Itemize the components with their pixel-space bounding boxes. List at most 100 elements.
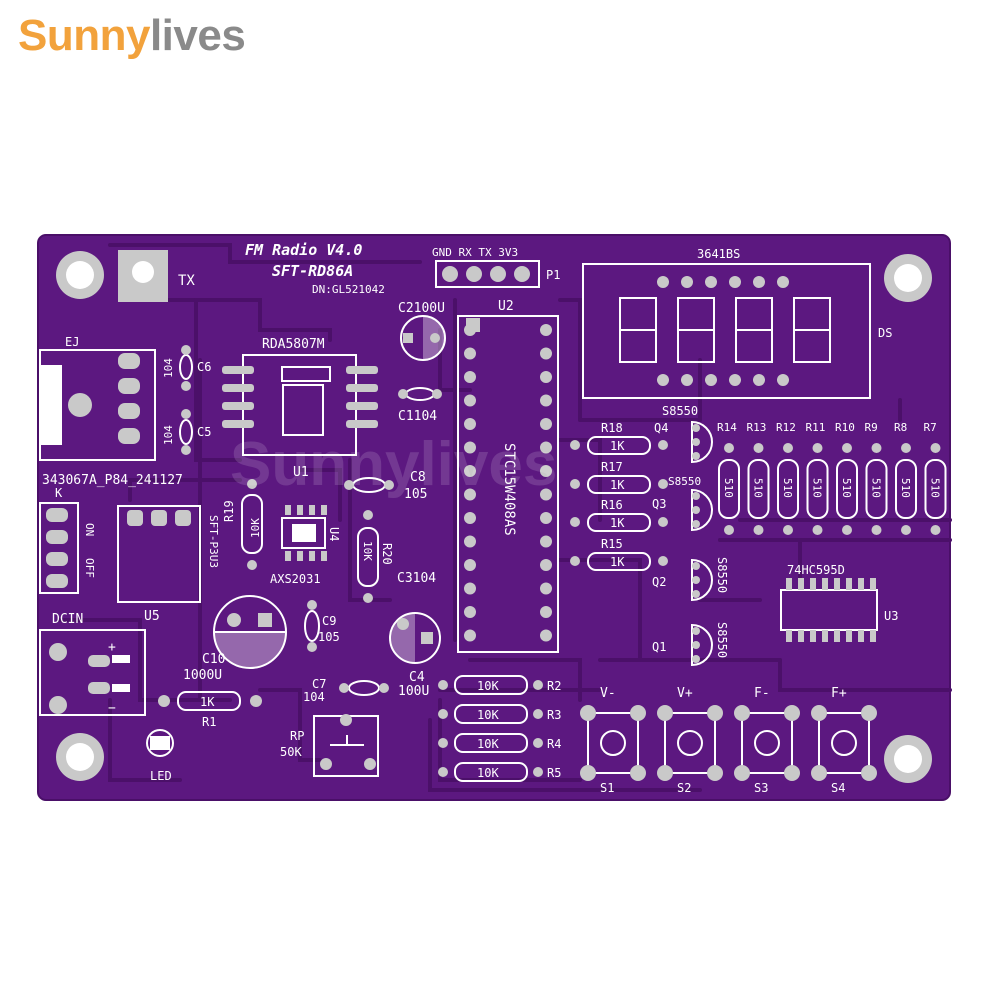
c6-value: 104	[162, 358, 175, 378]
r2-value: 10K	[477, 679, 499, 693]
r20-value: 10K	[361, 541, 374, 561]
button-bottom-label: S4	[831, 781, 845, 795]
c7-value: 104	[303, 690, 325, 704]
c1-label: C1104	[398, 409, 437, 424]
board-title: FM Radio V4.0	[245, 241, 362, 259]
mcu-label: STC15W408AS	[501, 443, 517, 536]
brand-logo: Sunnylives	[18, 11, 246, 60]
c3-label: C3104	[397, 571, 436, 586]
transistor-outlines	[691, 420, 713, 667]
segment-resistor-value: 510	[899, 478, 912, 498]
segment-resistor-value: 510	[870, 478, 883, 498]
r4-label: R4	[547, 737, 561, 751]
segment-resistor-label: R13	[747, 421, 767, 434]
display-outline	[582, 263, 871, 399]
r15-value: 1K	[610, 555, 625, 569]
segment-resistor-label: R7	[924, 421, 937, 434]
segment-resistors	[718, 443, 947, 535]
seven-segment-digits	[619, 297, 831, 363]
u3-label: U3	[884, 609, 898, 623]
button-top-label: F+	[831, 686, 847, 701]
ej-label: EJ	[65, 335, 79, 349]
u5-label: U5	[144, 609, 160, 624]
c2-label: C2100U	[398, 301, 445, 316]
c10-value: 1000U	[183, 668, 222, 683]
q1-part: S8550	[715, 622, 729, 658]
dcin-plus: +	[108, 640, 116, 655]
r5-value: 10K	[477, 766, 499, 780]
push-button-s2: V+ S2	[657, 686, 723, 795]
u4-label: U4	[327, 527, 341, 541]
segment-resistor-label: R10	[835, 421, 855, 434]
led-label: LED	[150, 769, 172, 783]
mcu-pins	[464, 324, 552, 642]
c8-label: C8	[410, 470, 426, 485]
c5-label: C5	[197, 425, 211, 439]
segment-resistor-label: R8	[894, 421, 907, 434]
c10-label: C10	[202, 652, 225, 667]
c5-value: 104	[162, 425, 175, 445]
r16-label: R16	[601, 498, 623, 512]
regulator-label: SFT-P3U3	[207, 515, 220, 568]
header-p1-label: P1	[546, 268, 560, 282]
r19-value: 10K	[249, 518, 262, 538]
r2-label: R2	[547, 679, 561, 693]
switch-on-label: ON	[83, 523, 96, 536]
c9-label: C9	[322, 614, 336, 628]
u2-label: U2	[498, 299, 514, 314]
button-bottom-label: S2	[677, 781, 691, 795]
r18-value: 1K	[610, 439, 625, 453]
rda-label: RDA5807M	[262, 337, 325, 352]
segment-resistor-label: R12	[776, 421, 796, 434]
button-top-label: F-	[754, 686, 770, 701]
q1-label: Q1	[652, 640, 666, 654]
segment-resistor-value: 510	[811, 478, 824, 498]
r5-label: R5	[547, 766, 561, 780]
mounting-holes	[56, 251, 932, 783]
c4-label: C4	[409, 670, 425, 685]
u1-label: U1	[293, 465, 309, 480]
switch-off-label: OFF	[83, 558, 96, 578]
button-bottom-label: S3	[754, 781, 768, 795]
q4-label: Q4	[654, 421, 668, 435]
button-top-label: V-	[600, 686, 616, 701]
segment-resistor-value: 510	[781, 478, 794, 498]
resistor-array-r2-r5	[438, 675, 543, 782]
push-button-s4: F+ S4	[811, 686, 877, 795]
axs-label: AXS2031	[270, 572, 321, 586]
jack-part-number: 343067A_P84_241127	[42, 473, 183, 488]
q2-part: S8550	[715, 557, 729, 593]
r16-value: 1K	[610, 516, 625, 530]
tx-label: TX	[178, 273, 195, 289]
q3-label: Q3	[652, 497, 666, 511]
r20-label: R20	[380, 543, 394, 565]
display-label: 3641BS	[697, 247, 740, 261]
copper-traces	[58, 243, 952, 792]
c7-label: C7	[312, 677, 326, 691]
brand-part-1: Sunny	[18, 11, 150, 60]
segment-resistor-value: 510	[722, 478, 735, 498]
r17-label: R17	[601, 460, 623, 474]
switch-k-label: K	[55, 486, 63, 500]
resistor-array-r15-r18	[570, 436, 668, 571]
push-button-s3: F- S3	[734, 686, 800, 795]
r17-value: 1K	[610, 478, 625, 492]
button-bottom-label: S1	[600, 781, 614, 795]
display-ds-label: DS	[878, 326, 892, 340]
q3-part: S8550	[668, 475, 701, 488]
brand-watermark: Sunnylives	[230, 430, 557, 499]
segment-resistor-value: 510	[929, 478, 942, 498]
q2-label: Q2	[652, 575, 666, 589]
segment-resistor-label: R9	[865, 421, 878, 434]
button-top-label: V+	[677, 686, 693, 701]
r15-label: R15	[601, 537, 623, 551]
segment-resistor-label: R14	[717, 421, 737, 434]
r4-value: 10K	[477, 737, 499, 751]
segment-resistor-value: 510	[840, 478, 853, 498]
r18-label: R18	[601, 421, 623, 435]
c8-value: 105	[404, 487, 427, 502]
r3-value: 10K	[477, 708, 499, 722]
rp-label: RP	[290, 729, 304, 743]
r19-label: R19	[222, 500, 236, 522]
